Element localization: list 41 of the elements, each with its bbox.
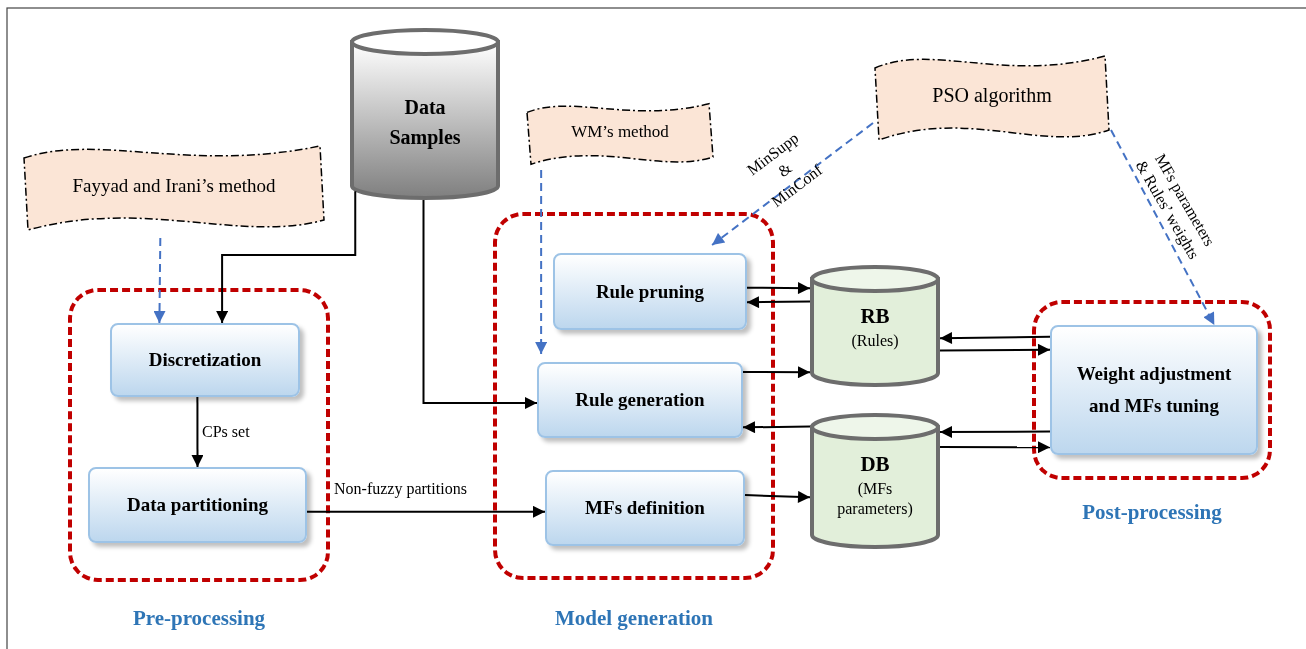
arrow <box>746 296 811 309</box>
process-box <box>110 323 300 397</box>
banner-text: PSO algorithm <box>931 84 1053 107</box>
box-label: Rule generation <box>575 388 705 412</box>
dashed-arrow <box>1110 129 1216 326</box>
dashed-arrow <box>153 237 166 324</box>
arrow <box>742 366 811 379</box>
process-box <box>545 470 745 546</box>
cylinder-subtitle: (Rules) <box>851 331 899 351</box>
banner-text: WM’s method <box>570 122 670 143</box>
arrow <box>939 343 1051 356</box>
group-heading: Pre-processing <box>131 606 267 631</box>
edge-label: Non-fuzzy partitions <box>334 480 467 498</box>
arrow <box>742 421 811 434</box>
cylinder-title: RB <box>860 303 890 330</box>
process-box <box>88 467 307 543</box>
arrow <box>746 282 811 295</box>
arrow <box>939 332 1051 345</box>
banner-text: Fayyad and Irani’s method <box>71 174 277 197</box>
arrow <box>939 441 1051 454</box>
box-label: Weight adjustment and MFs tuning <box>1075 362 1233 418</box>
group-heading: Model generation <box>553 606 715 631</box>
cylinder-title: Data Samples <box>388 95 462 151</box>
group-heading: Post-processing <box>1081 500 1223 525</box>
arrow <box>191 396 204 468</box>
process-box <box>553 253 747 330</box>
arrow <box>422 199 538 410</box>
arrow <box>939 426 1051 438</box>
cylinder-subtitle: (MFs parameters) <box>836 479 914 519</box>
box-label: Discretization <box>148 348 262 372</box>
process-box <box>537 362 743 438</box>
box-label: Rule pruning <box>595 279 705 304</box>
box-label: Data partitioning <box>127 493 268 517</box>
cylinder-title: DB <box>860 451 890 478</box>
arrow <box>306 505 546 518</box>
box-label: MFs definition <box>585 496 705 520</box>
arrow <box>744 490 811 503</box>
dashed-arrow <box>711 122 874 246</box>
arrow <box>216 190 357 324</box>
process-box <box>1050 325 1258 455</box>
dashed-arrow <box>535 169 548 355</box>
